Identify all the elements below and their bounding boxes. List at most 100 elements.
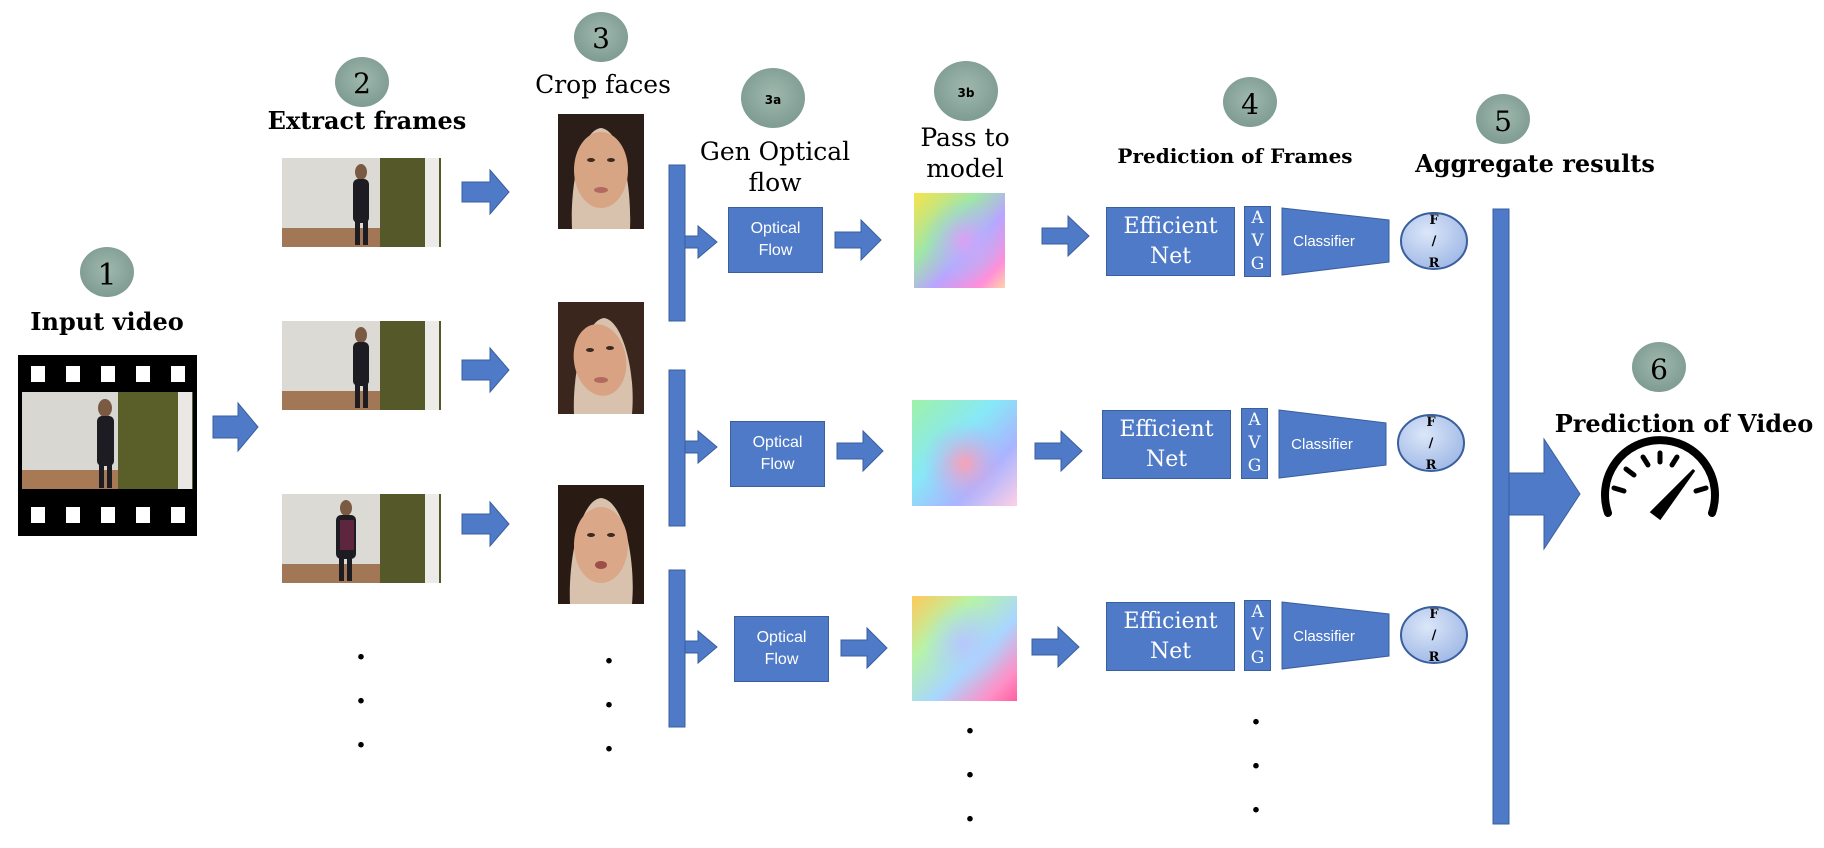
step3b-badge: 3b bbox=[934, 61, 998, 121]
step4-number: 4 bbox=[1241, 88, 1259, 121]
step3a-badge: 3a bbox=[741, 68, 805, 128]
output-letter: F bbox=[1429, 213, 1439, 228]
step2-label: Extract frames bbox=[267, 106, 467, 135]
avg-letter: A bbox=[1251, 208, 1264, 228]
arrow-right-icon bbox=[684, 629, 718, 665]
optical-flow-image bbox=[912, 400, 1017, 506]
output-letter: F bbox=[1426, 415, 1436, 430]
bracket-bar bbox=[668, 569, 686, 728]
classifier-shape bbox=[1278, 409, 1387, 479]
face-crop bbox=[558, 302, 644, 414]
ellipsis-predictions: . . . bbox=[1250, 697, 1262, 820]
step-badges: 1 2 3 3a 3b 4 5 6 bbox=[80, 12, 1686, 392]
classifier-label: Classifier bbox=[1291, 436, 1353, 453]
arrows bbox=[212, 164, 1581, 825]
arrow-right-icon bbox=[836, 429, 884, 473]
arrow-right-icon bbox=[1031, 625, 1080, 669]
optical-flow-label: Optical Flow bbox=[750, 220, 801, 259]
step4-label: Prediction of Frames bbox=[1117, 144, 1353, 168]
extracted-frames bbox=[282, 158, 441, 583]
step6-number: 6 bbox=[1650, 353, 1668, 386]
arrow-right-icon bbox=[212, 401, 259, 453]
arrow-right-icon bbox=[461, 500, 510, 548]
arrow-right-icon bbox=[461, 168, 510, 216]
avg-letter: A bbox=[1251, 602, 1264, 622]
step6-label: Prediction of Video bbox=[1554, 409, 1814, 438]
avg-pool-box: A V G bbox=[1244, 600, 1271, 671]
output-letter: R bbox=[1429, 650, 1440, 665]
step3a-label: Gen Optical flow bbox=[699, 137, 851, 197]
step3b-number: 3b bbox=[958, 86, 975, 100]
step2-number: 2 bbox=[353, 67, 371, 100]
output-labels: F / R F / R F / R bbox=[1426, 213, 1440, 665]
ellipsis-faces: . . . bbox=[603, 636, 615, 759]
optical-flow-box: Optical Flow bbox=[734, 616, 829, 682]
face-crop bbox=[558, 485, 644, 604]
avg-letter: V bbox=[1251, 625, 1264, 645]
aggregate-bar bbox=[1492, 208, 1510, 825]
cropped-faces bbox=[558, 114, 644, 604]
step6-badge: 6 bbox=[1632, 342, 1686, 392]
ellipsis-frames: . . . bbox=[355, 632, 367, 755]
step3a-number: 3a bbox=[765, 93, 781, 107]
arrow-right-icon bbox=[1508, 437, 1581, 551]
avg-pool-box: A V G bbox=[1241, 408, 1268, 479]
arrow-right-icon bbox=[684, 429, 718, 465]
arrow-right-icon bbox=[1041, 214, 1090, 258]
arrow-right-icon bbox=[684, 224, 718, 260]
step3b-label: Pass to model bbox=[920, 123, 1010, 183]
efficientnet-box: Efficient Net bbox=[1106, 602, 1235, 671]
avg-letter: G bbox=[1250, 254, 1265, 274]
arrow-right-icon bbox=[840, 626, 888, 670]
optical-flow-label: Optical Flow bbox=[752, 434, 803, 473]
efficientnet-box: Efficient Net bbox=[1102, 410, 1231, 479]
output-letter: / bbox=[1429, 436, 1434, 451]
efficientnet-box: Efficient Net bbox=[1106, 207, 1235, 276]
classifier-label: Classifier bbox=[1293, 233, 1355, 250]
optical-flow-box: Optical Flow bbox=[728, 207, 823, 273]
step3-badge: 3 bbox=[574, 12, 628, 62]
output-letter: / bbox=[1432, 628, 1437, 643]
arrow-right-icon bbox=[461, 346, 510, 394]
frame-thumbnail bbox=[282, 494, 441, 583]
optical-flow-image bbox=[914, 193, 1005, 288]
frame-thumbnail bbox=[282, 158, 441, 247]
step5-badge: 5 bbox=[1476, 94, 1530, 144]
classifier-shape bbox=[1281, 601, 1390, 670]
classifier-shape bbox=[1281, 207, 1390, 276]
output-letter: / bbox=[1432, 234, 1437, 249]
output-circles bbox=[1397, 212, 1468, 664]
arrow-right-icon bbox=[834, 218, 882, 262]
avg-letter: V bbox=[1248, 433, 1261, 453]
step1-number: 1 bbox=[97, 258, 116, 293]
classifiers bbox=[1278, 207, 1390, 670]
step3-label: Crop faces bbox=[535, 70, 671, 99]
optical-flow-box: Optical Flow bbox=[730, 421, 825, 487]
step4-badge: 4 bbox=[1223, 77, 1277, 127]
classifier-label: Classifier bbox=[1293, 628, 1355, 645]
arrow-right-icon bbox=[1034, 429, 1083, 473]
efficientnet-label: Efficient Net bbox=[1119, 416, 1214, 472]
avg-letter: A bbox=[1248, 410, 1261, 430]
avg-letter: G bbox=[1247, 456, 1262, 476]
step1-badge: 1 bbox=[80, 247, 134, 297]
efficientnet-label: Efficient Net bbox=[1123, 608, 1218, 664]
face-crop bbox=[558, 114, 644, 229]
step5-number: 5 bbox=[1494, 105, 1512, 138]
step1-label: Input video bbox=[30, 307, 184, 336]
output-letter: R bbox=[1429, 256, 1440, 271]
avg-letter: V bbox=[1251, 231, 1264, 251]
optical-flow-image bbox=[912, 596, 1017, 701]
bracket-bar bbox=[668, 369, 686, 527]
classifier-labels: Classifier Classifier Classifier bbox=[1291, 233, 1355, 645]
ellipsis-flows: . . . bbox=[964, 706, 976, 829]
output-letter: F bbox=[1429, 607, 1439, 622]
frame-thumbnail bbox=[282, 321, 441, 410]
avg-pool-box: A V G bbox=[1244, 206, 1271, 277]
speedometer-icon bbox=[1601, 436, 1719, 521]
efficientnet-label: Efficient Net bbox=[1123, 213, 1218, 269]
output-letter: R bbox=[1426, 458, 1437, 473]
optical-flow-label: Optical Flow bbox=[756, 629, 807, 668]
film-strip-icon bbox=[18, 355, 197, 536]
